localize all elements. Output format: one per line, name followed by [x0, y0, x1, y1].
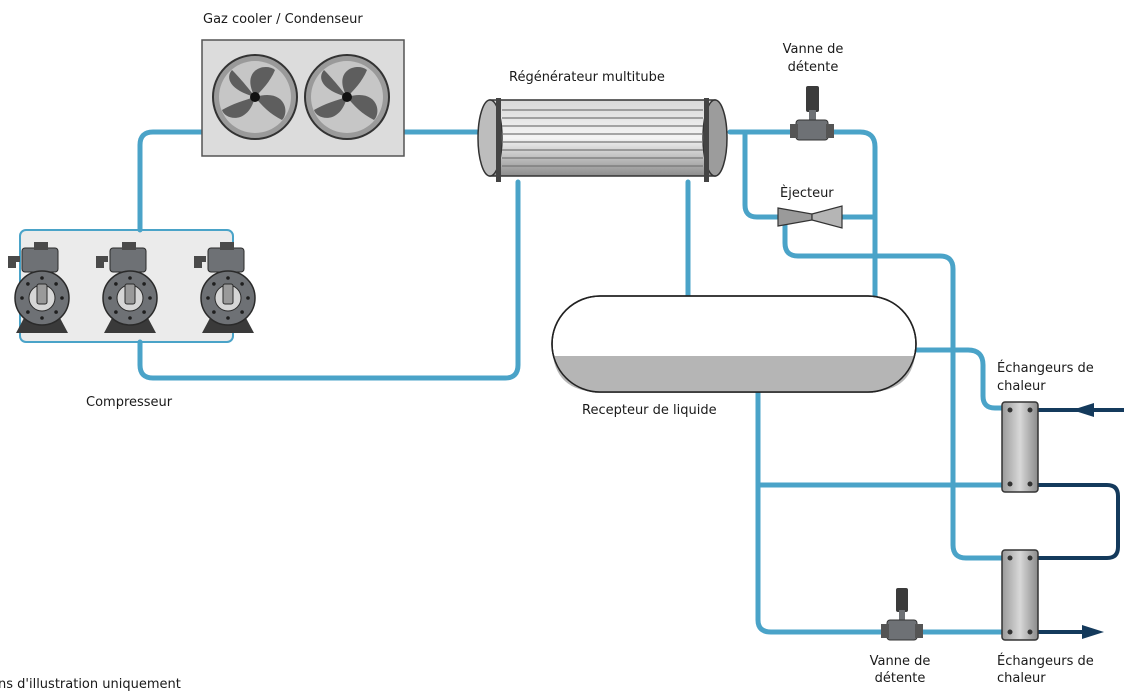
compressor-icon [194, 242, 256, 333]
compressor-label: Compresseur [86, 395, 173, 410]
brine-out-arrow [1082, 625, 1104, 639]
gas-cooler-label: Gaz cooler / Condenseur [203, 12, 363, 27]
ejector-label: Èjecteur [780, 186, 834, 201]
heat-exchanger-bottom-label-2: chaleur [997, 671, 1046, 686]
receiver-label: Recepteur de liquide [582, 403, 717, 418]
brine-loop [1036, 483, 1120, 560]
brine-pipes [1036, 408, 1124, 634]
gas-cooler [201, 39, 405, 157]
heat-exchanger-top-label-2: chaleur [997, 379, 1046, 394]
fan-icon [212, 54, 298, 140]
regenerator-label: Régénérateur multitube [509, 70, 665, 85]
regenerator [477, 98, 728, 182]
expansion-valve-bottom-label-2: détente [874, 671, 926, 686]
expansion-valve-top-label-1: Vanne de [782, 42, 844, 57]
pipe-to-ejector [742, 129, 781, 220]
expansion-valve-bottom-label-1: Vanne de [869, 654, 931, 669]
pipe-ejector-suction [782, 221, 1005, 561]
expansion-valve-top [790, 86, 834, 141]
compressor-icon [8, 242, 70, 333]
compressors [8, 242, 256, 333]
pipe-liquid-down [755, 387, 1005, 635]
brine-in-arrow [1072, 403, 1094, 417]
footnote: ns d'illustration uniquement [0, 677, 181, 692]
expansion-valve-top-label-2: détente [787, 60, 839, 75]
compressor-icon [96, 242, 158, 333]
fan-icon [304, 54, 390, 140]
expansion-valve-bottom [881, 588, 923, 641]
pipe-receiver-hex [909, 347, 1005, 411]
heat-exchanger-top-label-1: Échangeurs de [997, 361, 1094, 376]
pipe-suction-return [137, 179, 521, 381]
heat-exchanger-bottom-label-1: Échangeurs de [997, 654, 1094, 669]
heat-exchanger-bottom [1001, 549, 1039, 641]
pipe-valve-receiver [727, 129, 878, 299]
heat-exchanger-top [1001, 401, 1039, 493]
refrigerant-pipes [137, 129, 1005, 635]
ejector [777, 205, 843, 229]
pipe-discharge [137, 129, 205, 233]
liquid-receiver [551, 295, 917, 393]
